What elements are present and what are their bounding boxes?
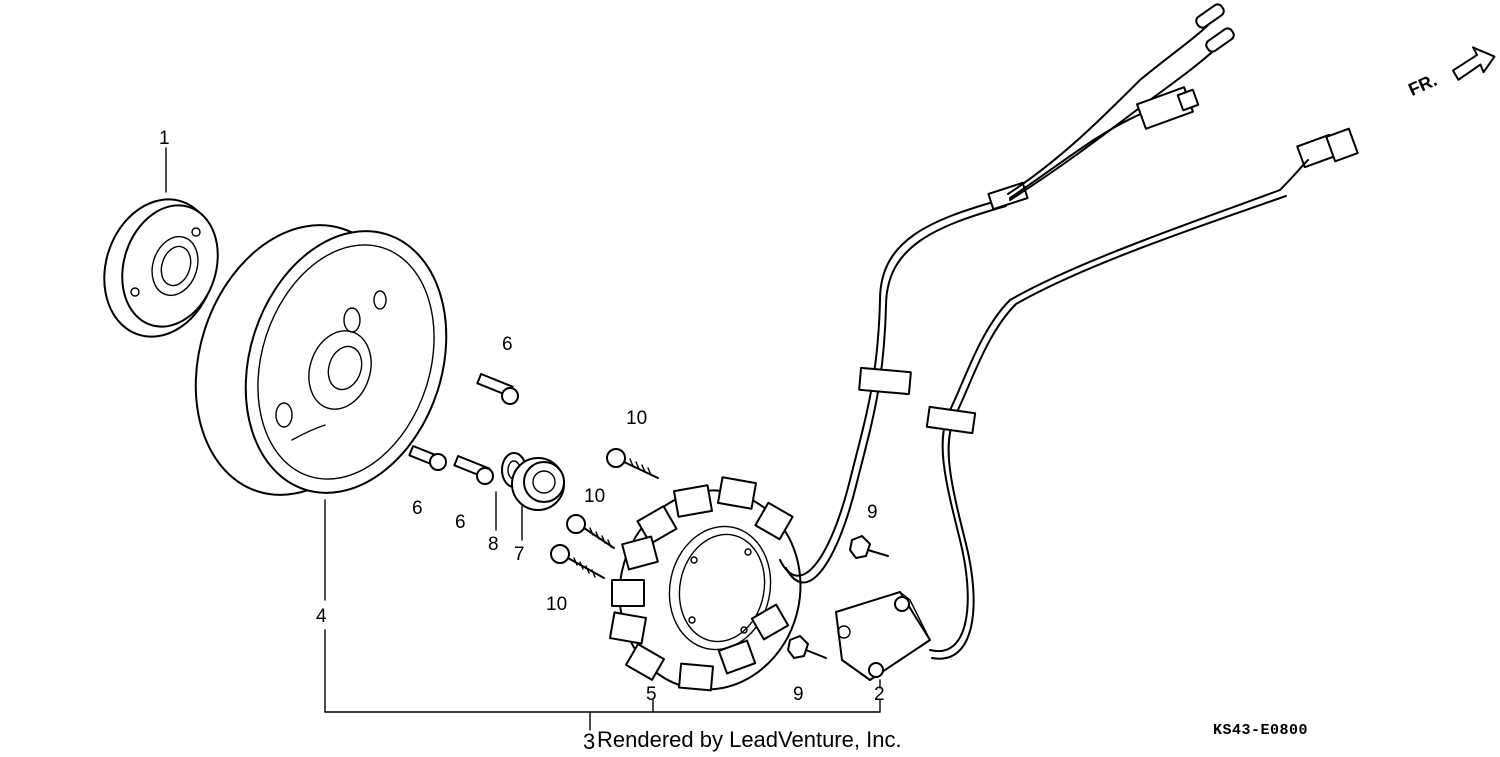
stator-part: [608, 476, 802, 692]
callout-9-lower: 9: [793, 684, 804, 705]
pulse-generator-part: [835, 591, 931, 681]
callout-6-lower-left: 6: [412, 498, 423, 519]
callout-10-middle: 10: [584, 486, 605, 507]
harness-sleeve: [987, 181, 1029, 211]
bolt-6-lower-left: [408, 444, 447, 471]
callout-2: 2: [874, 684, 885, 705]
nut-9-lower: [787, 635, 827, 659]
connector-terminal-1-icon: [1195, 3, 1225, 29]
harness-grommet-upper: [858, 366, 912, 396]
pulse-generator-wire: [929, 189, 1281, 653]
front-direction-arrow-icon: [1452, 46, 1496, 81]
flywheel-part: [194, 224, 448, 496]
diagram-code: KS43-E0800: [1213, 722, 1308, 739]
connector-block-upper-icon: [1136, 86, 1200, 130]
bolt-6-upper: [476, 372, 519, 405]
callout-10-upper: 10: [626, 408, 647, 429]
callout-4: 4: [316, 606, 327, 627]
callout-6-upper: 6: [502, 334, 513, 355]
starter-clutch-part: [103, 198, 219, 338]
harness-grommet-lower: [925, 405, 977, 435]
callout-8: 8: [488, 534, 499, 555]
nut-9-upper: [849, 535, 889, 559]
callout-10-lower: 10: [546, 594, 567, 615]
callout-9-upper: 9: [867, 502, 878, 523]
connector-terminal-2-icon: [1205, 27, 1235, 53]
assembly-bracket-line: [324, 699, 881, 731]
bolt-10-middle: [566, 514, 615, 549]
connector-block-right-icon: [1296, 127, 1359, 169]
callout-5: 5: [646, 684, 657, 705]
assembly-callout-3: 3: [583, 729, 595, 754]
credit-text: Rendered by LeadVenture, Inc.: [597, 727, 902, 752]
callout-1: 1: [159, 128, 170, 149]
callout-6-lower-right: 6: [455, 512, 466, 533]
bolt-10-lower: [550, 544, 605, 579]
bolt-6-lower-right: [453, 454, 494, 485]
front-direction-label: FR.: [1405, 70, 1440, 100]
callout-7: 7: [514, 544, 525, 565]
bolt-10-upper: [606, 448, 659, 479]
nut-7-part: [511, 457, 565, 511]
stator-wire-harness: [779, 199, 1001, 577]
